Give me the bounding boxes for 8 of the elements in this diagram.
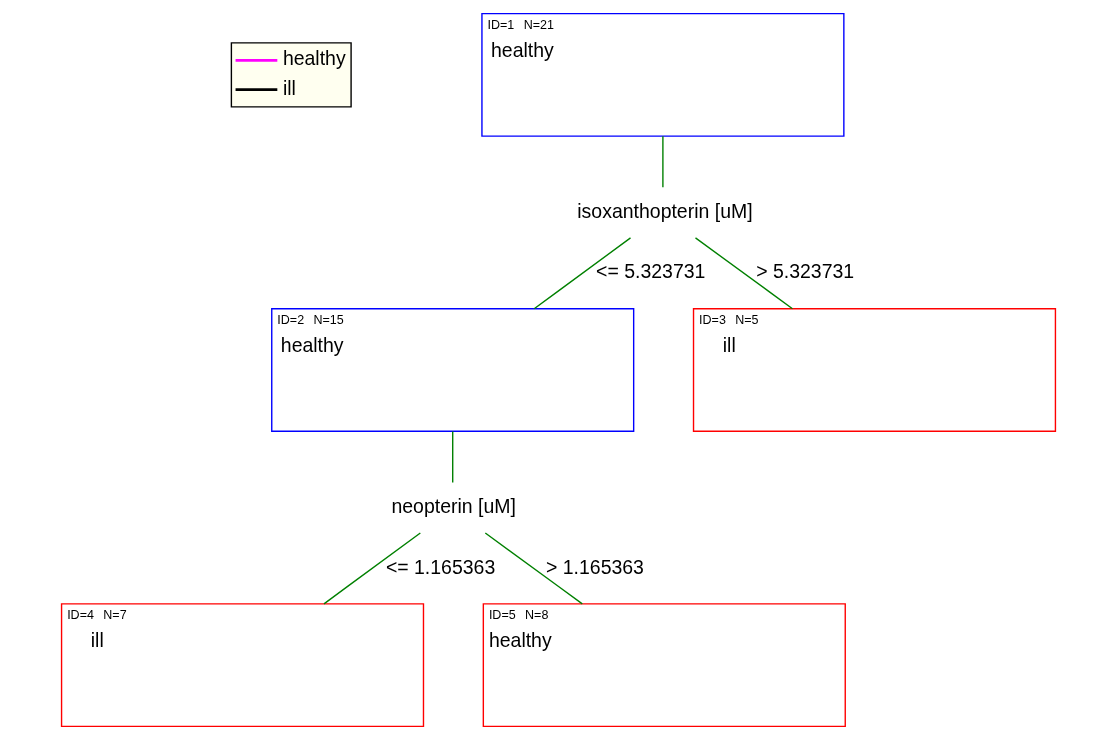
edge-label: <= 1.165363 (385, 555, 495, 578)
legend-label: healthy (282, 47, 346, 70)
edge-label: <= 5.323731 (595, 260, 705, 283)
legend-label: ill (282, 76, 296, 99)
node-text: isoxanthopterin [uM] (576, 199, 753, 222)
edge-label: > 1.165363 (545, 555, 644, 578)
node-text: neopterin [uM] (390, 494, 516, 517)
edge-label: > 5.323731 (755, 260, 854, 283)
